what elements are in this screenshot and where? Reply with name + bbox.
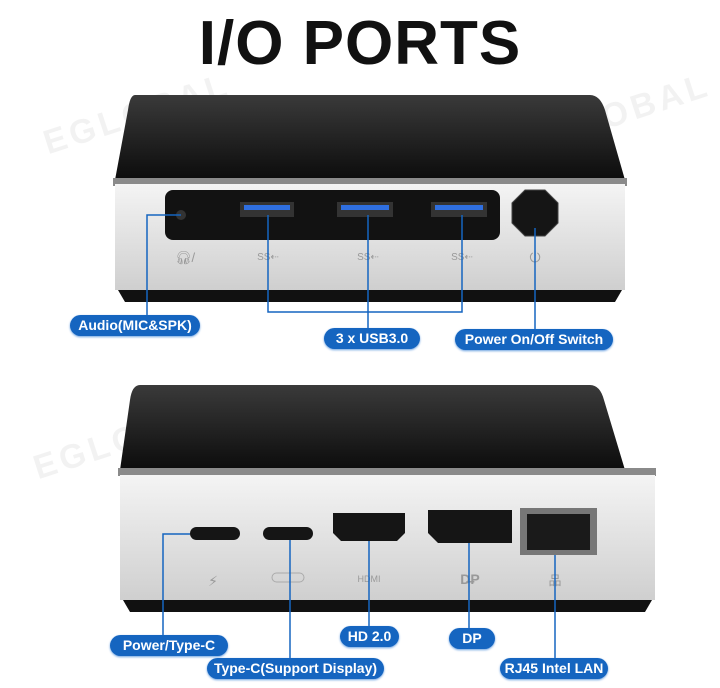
label-power-switch: Power On/Off Switch <box>455 329 613 350</box>
front-device: 🎧︎/ SS⇠ SS⇠ SS⇠ ⏻ <box>113 95 627 302</box>
dp-icon: D̶P <box>460 571 479 587</box>
page-title: I/O PORTS <box>198 9 522 78</box>
label-hdmi: HD 2.0 <box>340 626 399 647</box>
dp-port <box>428 510 512 543</box>
power-plug-icon: ⚡︎ <box>208 573 218 589</box>
usb-port-2 <box>337 202 393 217</box>
label-power-typec: Power/Type-C <box>110 635 228 656</box>
label-lan: RJ45 Intel LAN <box>500 658 608 679</box>
hdmi-port <box>333 513 405 541</box>
label-usb: 3 x USB3.0 <box>324 328 420 349</box>
usb-port-1 <box>240 202 294 217</box>
label-dp: DP <box>449 628 495 649</box>
power-button <box>511 189 559 237</box>
usb-port-3 <box>431 202 487 217</box>
label-audio: Audio(MIC&SPK) <box>70 315 200 336</box>
callout-lines <box>162 533 556 660</box>
headphone-mic-icon: 🎧︎/ <box>175 250 196 265</box>
label-typec-display: Type-C(Support Display) <box>207 658 384 679</box>
callout-lines <box>146 214 536 330</box>
typec-port-2 <box>263 527 313 540</box>
back-device: ⚡︎ HDMI D̶P 品 <box>118 385 656 612</box>
typec-icon <box>271 572 305 583</box>
typec-port-1 <box>190 527 240 540</box>
